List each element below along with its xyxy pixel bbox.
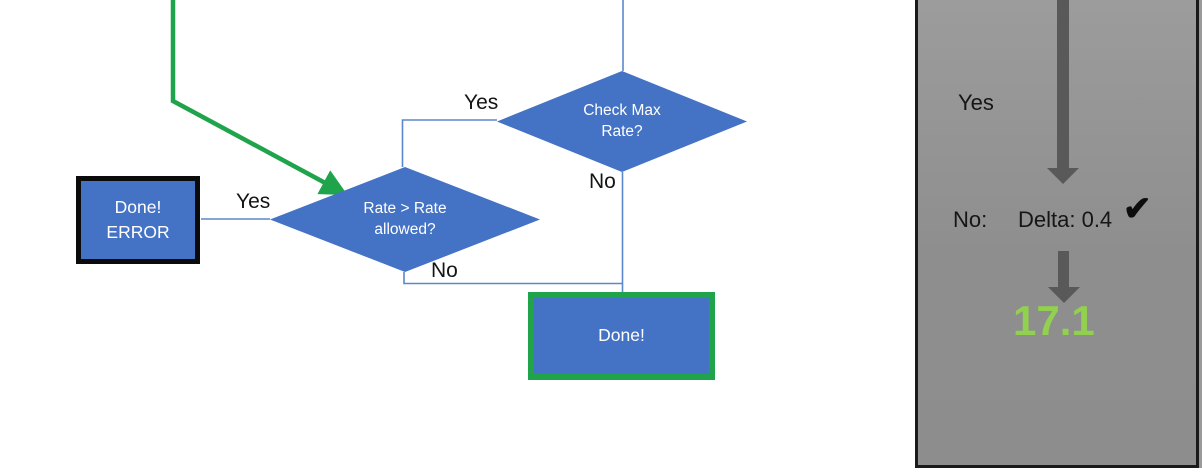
side-annotation-panel: Yes No: Delta: 0.4 ✔ 17.1 xyxy=(915,0,1199,468)
panel-no-label: No: xyxy=(953,207,988,232)
down-arrow-head-icon xyxy=(1047,168,1079,184)
down-arrow-icon xyxy=(1058,251,1069,288)
panel-delta-value: Delta: 0.4 xyxy=(1018,207,1113,232)
decision-text-line: allowed? xyxy=(374,220,436,238)
terminal-text-line: Done! xyxy=(598,325,645,346)
result-value: 17.1 xyxy=(1013,297,1095,344)
decision-text-line: Check Max xyxy=(583,102,661,120)
terminal-text-line: ERROR xyxy=(106,222,170,242)
connector-check-yes-to-rate xyxy=(401,119,497,167)
branch-label-no: No xyxy=(589,170,616,193)
decision-rate-allowed: Rate > Rate allowed? xyxy=(270,167,540,272)
down-arrow-head-icon xyxy=(1048,287,1080,303)
down-arrow-icon xyxy=(1057,0,1069,169)
branch-label-yes: Yes xyxy=(236,190,271,213)
checkmark-icon: ✔ xyxy=(1123,190,1152,228)
branch-label-no: No xyxy=(431,259,458,282)
panel-yes-label: Yes xyxy=(958,90,994,115)
green-arrow-path xyxy=(170,0,348,195)
decision-check-max-rate: Check Max Rate? xyxy=(497,71,747,172)
decision-text-line: Rate? xyxy=(601,122,643,140)
terminal-done-error: Done! ERROR xyxy=(76,176,200,264)
panel-edge-strip xyxy=(1199,0,1202,468)
decision-text-line: Rate > Rate xyxy=(363,200,447,218)
branch-label-yes: Yes xyxy=(464,91,499,114)
terminal-done-success: Done! xyxy=(528,292,715,380)
terminal-text-line: Done! xyxy=(114,196,162,217)
